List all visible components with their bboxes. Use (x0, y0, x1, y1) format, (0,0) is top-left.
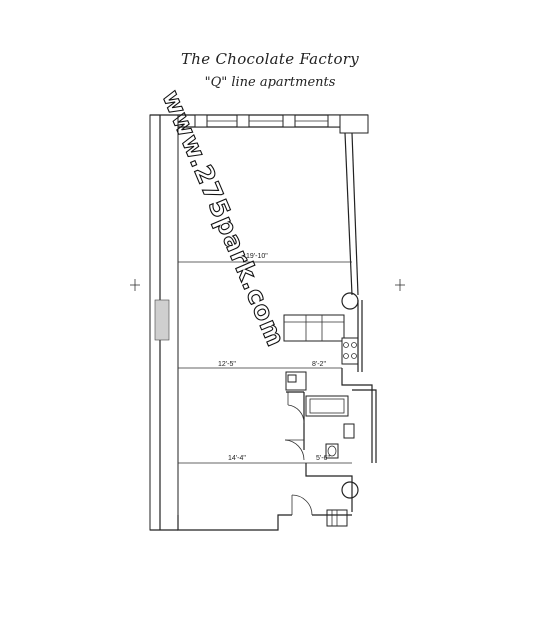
plan-subtitle: "Q" line apartments (204, 75, 336, 90)
dim-living-width: 19'-10" (246, 253, 268, 260)
entry-closet-area (291, 463, 359, 527)
dim-bedroom2-width: 14'-4" (228, 455, 246, 462)
dim-bedroom-width: 12'-5" (218, 361, 236, 368)
dim-kitchen-width: 8'-2" (312, 361, 326, 368)
kitchen-area (283, 292, 363, 391)
room-divisions (178, 261, 352, 464)
outer-walls (149, 114, 369, 531)
plan-title: The Chocolate Factory (180, 50, 360, 68)
dim-closet-width: 5'-6" (316, 455, 330, 462)
bathroom-area (284, 368, 377, 463)
registration-marks (130, 279, 405, 291)
